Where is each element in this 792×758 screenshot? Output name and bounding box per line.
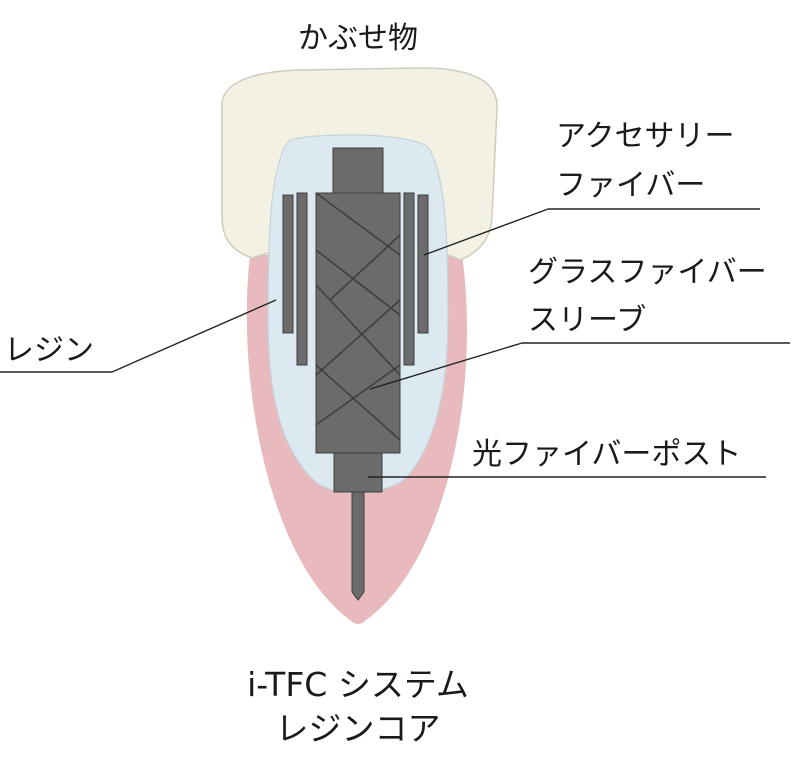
label-crown: かぶせ物 [298,21,418,56]
label-accessory-fiber-1: アクセサリー [556,119,735,154]
label-fiber-post: 光ファイバーポスト [472,437,741,472]
accessory-fiber-right-inner [403,192,415,366]
fiber-post-top [332,147,384,197]
fiber-post-pin [351,491,365,601]
caption-line-1: i-TFC システム [247,665,469,704]
label-resin: レジン [4,333,94,368]
leader-line-sleeve-diag [369,342,523,390]
accessory-fiber-right-outer [417,194,429,334]
label-accessory-fiber-2: ファイバー [556,168,705,203]
accessory-fiber-left-outer [282,194,294,334]
sleeve-braid-pattern [315,192,401,441]
glass-fiber-sleeve [315,192,401,454]
caption-line-2: レジンコア [276,709,441,748]
leader-line-resin-diag [111,299,277,373]
label-glass-sleeve-2: スリーブ [528,303,646,338]
accessory-fiber-left-inner [296,192,308,366]
leader-line-accessory-diag [423,208,549,256]
label-glass-sleeve-1: グラスファイバー [528,255,767,290]
fiber-post-bottom [333,451,383,493]
